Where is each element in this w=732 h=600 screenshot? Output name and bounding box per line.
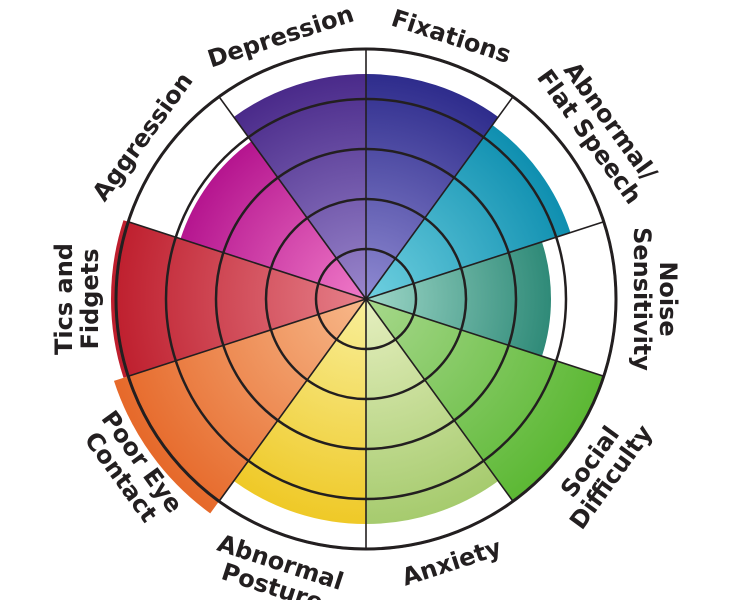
category-label-line: Tics and xyxy=(50,243,78,355)
grid-spoke-3 xyxy=(365,298,605,378)
wedge-1 xyxy=(366,125,571,300)
wedge-5 xyxy=(233,299,366,524)
wedge-4 xyxy=(366,299,499,524)
category-label-line: Sensitivity xyxy=(628,227,656,371)
wedge-2 xyxy=(366,241,551,357)
category-label-9: Depression xyxy=(204,0,357,73)
grid-spoke-1 xyxy=(365,96,514,300)
grid-spoke-8 xyxy=(127,220,367,300)
wedge-7 xyxy=(111,220,366,378)
wedge-6 xyxy=(113,299,366,514)
category-label-line: Anxiety xyxy=(398,533,505,591)
grid-spoke-9 xyxy=(218,96,367,300)
category-label-1: Abnormal/Flat Speech xyxy=(531,57,663,209)
grid-spoke-6 xyxy=(218,298,367,502)
grid-spoke-2 xyxy=(365,220,605,300)
category-label-line: Depression xyxy=(204,0,357,73)
wedge-8 xyxy=(180,141,366,299)
category-label-line: Noise xyxy=(654,261,682,336)
wedge-9 xyxy=(233,74,366,299)
wedge-0 xyxy=(366,74,499,299)
category-label-line: Fixations xyxy=(388,4,514,69)
wedge-layer xyxy=(111,74,604,524)
grid-layer xyxy=(114,47,618,551)
grid-spoke-7 xyxy=(127,298,367,378)
category-label-line: Fidgets xyxy=(76,248,104,349)
category-label-4: Anxiety xyxy=(398,533,505,591)
category-label-0: Fixations xyxy=(388,4,514,69)
grid-spoke-4 xyxy=(365,298,514,502)
wedge-3 xyxy=(366,299,604,502)
